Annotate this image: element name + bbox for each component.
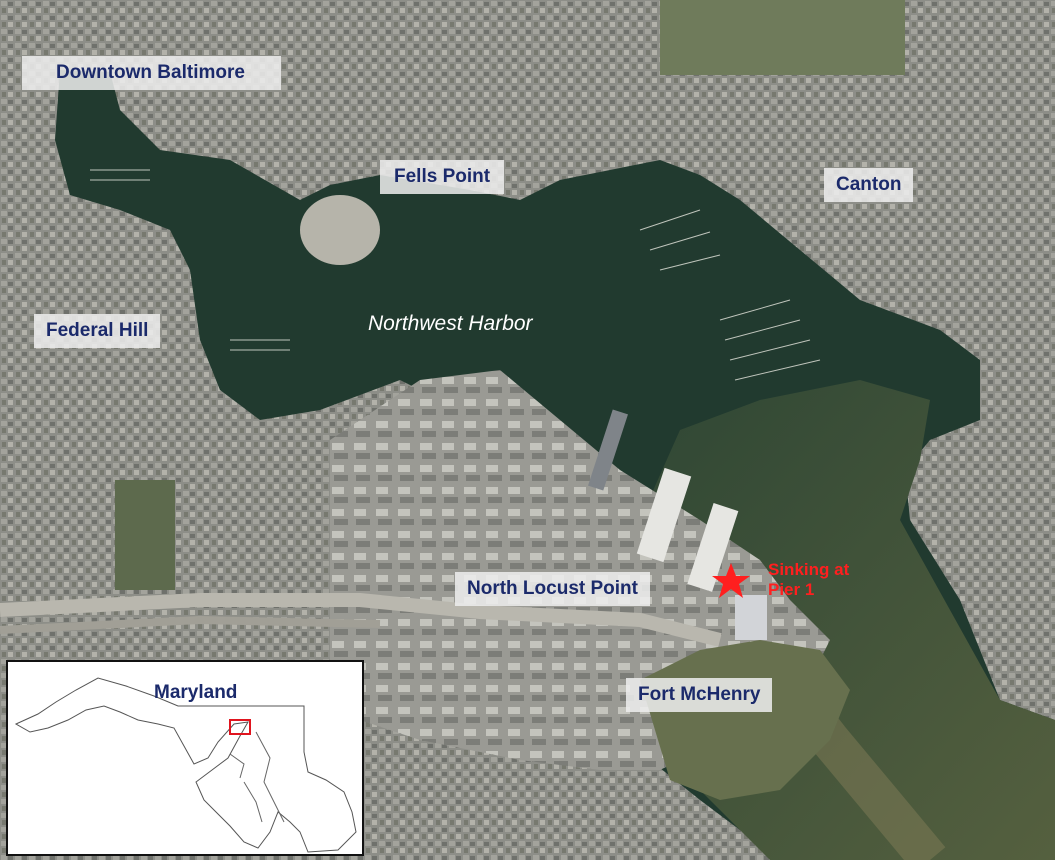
label-downtown-baltimore: Downtown Baltimore bbox=[22, 56, 281, 90]
label-north-locust-point: North Locust Point bbox=[455, 572, 650, 606]
inset-title-maryland: Maryland bbox=[154, 682, 238, 703]
label-northwest-harbor: Northwest Harbor bbox=[368, 312, 533, 335]
label-fells-point: Fells Point bbox=[380, 160, 505, 194]
study-area-highlight bbox=[229, 719, 251, 735]
maryland-inset-map: Maryland bbox=[6, 660, 364, 856]
label-sinking-at-pier-1: Sinking at Pier 1 bbox=[768, 560, 850, 599]
label-federal-hill: Federal Hill bbox=[34, 314, 161, 348]
star-icon bbox=[712, 563, 750, 598]
maryland-shape bbox=[14, 677, 357, 853]
park-area bbox=[660, 0, 905, 75]
pier-warehouse bbox=[687, 503, 739, 592]
label-fort-mchenry: Fort McHenry bbox=[626, 678, 773, 712]
marina-docks bbox=[90, 169, 821, 381]
park-federal-hill bbox=[115, 480, 175, 590]
maryland-outline bbox=[14, 677, 357, 853]
ship bbox=[588, 409, 628, 491]
label-canton: Canton bbox=[824, 168, 914, 202]
pier-lot bbox=[300, 195, 380, 265]
pier-1-building bbox=[735, 595, 767, 640]
chesapeake-shoreline bbox=[229, 731, 285, 823]
highway bbox=[0, 615, 381, 634]
highway bbox=[0, 593, 722, 647]
pier-warehouse bbox=[636, 467, 692, 563]
